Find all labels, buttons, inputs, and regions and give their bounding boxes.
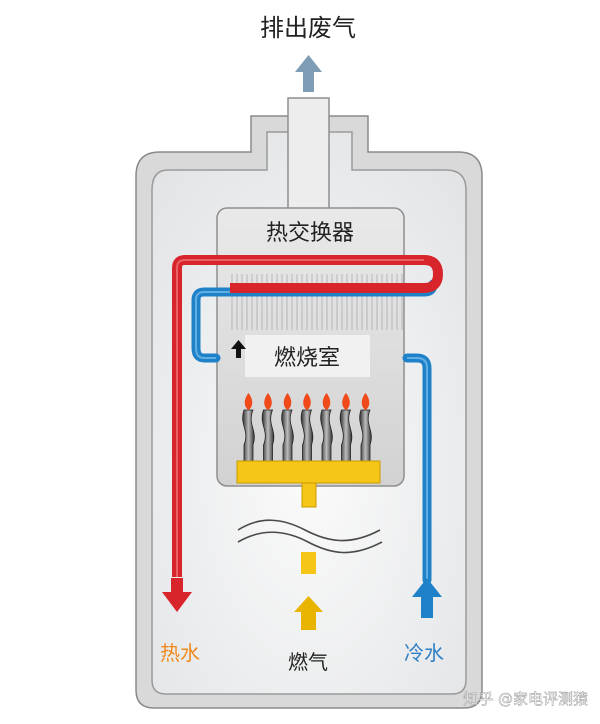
exhaust-arrow-icon: [295, 55, 322, 92]
burner: [261, 393, 275, 462]
flame-icon: [264, 393, 272, 410]
hot-water-label: 热水: [160, 641, 200, 665]
cold-water-arrow-icon: [412, 578, 442, 618]
burner: [300, 393, 314, 462]
flame-icon: [303, 393, 311, 410]
combustion-label-backdrop: [245, 335, 370, 377]
watermark: 知乎 @家电评测猿: [463, 690, 588, 708]
flame-icon: [361, 393, 370, 410]
flame-icon: [283, 393, 292, 410]
gas-label: 燃气: [288, 650, 328, 674]
flame-icon: [342, 393, 350, 410]
up-arrow-icon: [231, 340, 246, 358]
burner: [359, 393, 372, 462]
flame-icon: [244, 393, 253, 410]
heat-exchanger-fins: [231, 274, 403, 330]
hot-water-arrow-icon: [162, 578, 192, 612]
cold-water-label: 冷水: [404, 641, 444, 665]
gas-manifold: [236, 460, 381, 508]
gas-flow-line: [294, 552, 323, 630]
gas-flow-waves: [237, 519, 383, 554]
exhaust-flue: [287, 97, 330, 217]
burner: [281, 393, 294, 462]
flame-icon: [322, 393, 331, 410]
combustion-chamber-label: 燃烧室: [274, 346, 340, 371]
exhaust-label: 排出废气: [260, 14, 356, 42]
heat-exchanger-label: 热交换器: [266, 221, 354, 246]
burner: [242, 393, 255, 462]
